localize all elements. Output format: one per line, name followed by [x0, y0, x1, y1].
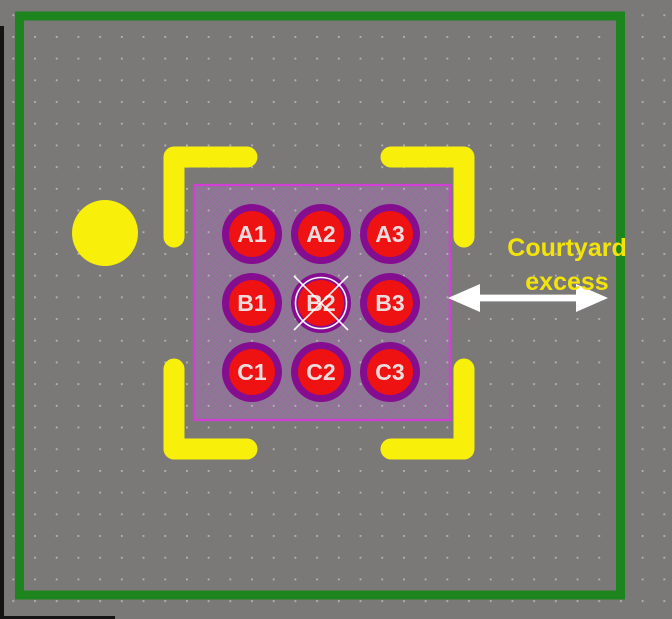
silkscreen-bracket-top-right[interactable]	[380, 146, 475, 248]
pad-label: A2	[306, 221, 335, 247]
pad-label: A1	[237, 221, 267, 247]
courtyard-excess-label-line2: excess	[525, 268, 608, 296]
silkscreen-bracket-top-left[interactable]	[163, 146, 258, 248]
pad-a1[interactable]: A1	[222, 204, 282, 264]
pin1-marker[interactable]	[72, 200, 138, 266]
pad-label: C3	[375, 359, 404, 385]
pad-c3[interactable]: C3	[360, 342, 420, 402]
pad-label: B1	[237, 290, 267, 316]
silkscreen-bracket-bottom-left[interactable]	[163, 358, 258, 460]
left-edge-strip	[0, 26, 4, 619]
pad-a3[interactable]: A3	[360, 204, 420, 264]
pad-a2[interactable]: A2	[291, 204, 351, 264]
pad-selection-crosshair	[293, 275, 349, 331]
courtyard-excess-label-line1: Courtyard	[507, 234, 626, 262]
pad-label: C2	[306, 359, 335, 385]
silkscreen-bracket-bottom-right[interactable]	[380, 358, 475, 460]
courtyard-outline[interactable]	[15, 11, 625, 600]
pad-c1[interactable]: C1	[222, 342, 282, 402]
pad-b1[interactable]: B1	[222, 273, 282, 333]
courtyard-excess-arrow	[448, 284, 608, 312]
pad-label: B3	[375, 290, 404, 316]
pad-b3[interactable]: B3	[360, 273, 420, 333]
pad-label: C1	[237, 359, 267, 385]
pad-label: A3	[375, 221, 404, 247]
pad-c2[interactable]: C2	[291, 342, 351, 402]
bottom-edge-strip	[0, 616, 115, 619]
